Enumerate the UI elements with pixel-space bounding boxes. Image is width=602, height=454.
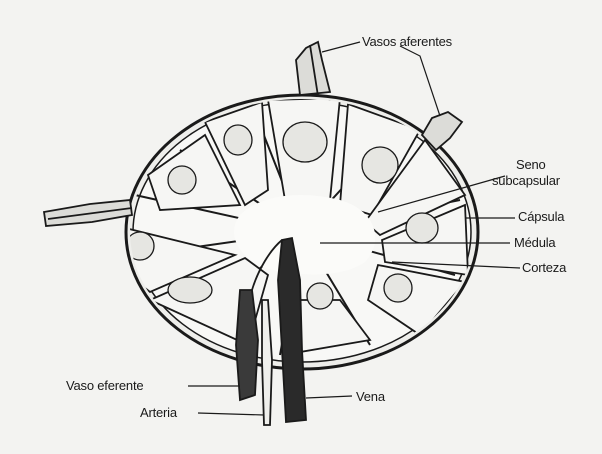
label-corteza: Corteza	[522, 261, 566, 275]
label-vasos-aferentes: Vasos aferentes	[362, 35, 452, 49]
label-vaso-eferente: Vaso eferente	[66, 379, 143, 393]
label-vena: Vena	[356, 390, 385, 404]
medulla	[234, 195, 375, 274]
label-seno-line1: Seno	[516, 158, 546, 172]
label-seno-line2: subcapsular	[492, 174, 560, 188]
efferent-vessel	[236, 290, 258, 400]
label-medula: Médula	[514, 236, 555, 250]
label-capsula: Cápsula	[518, 210, 564, 224]
label-arteria: Arteria	[140, 406, 177, 420]
